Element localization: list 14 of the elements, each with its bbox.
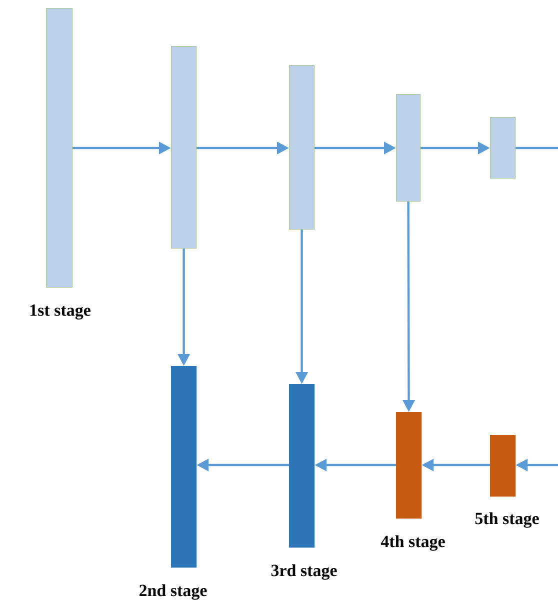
stage-label: 5th stage <box>475 512 539 528</box>
stage-label: 3rd stage <box>271 564 337 580</box>
stage-label: 4th stage <box>380 535 445 551</box>
bar <box>46 8 73 288</box>
stage-label: 2nd stage <box>139 584 207 600</box>
bar <box>490 435 516 497</box>
bar <box>171 46 197 249</box>
bar <box>396 412 422 519</box>
bar <box>396 94 421 202</box>
stage-label: 1st stage <box>30 304 90 320</box>
bar <box>289 384 315 548</box>
bar <box>171 366 197 568</box>
bar <box>289 65 315 230</box>
bar <box>490 117 516 179</box>
